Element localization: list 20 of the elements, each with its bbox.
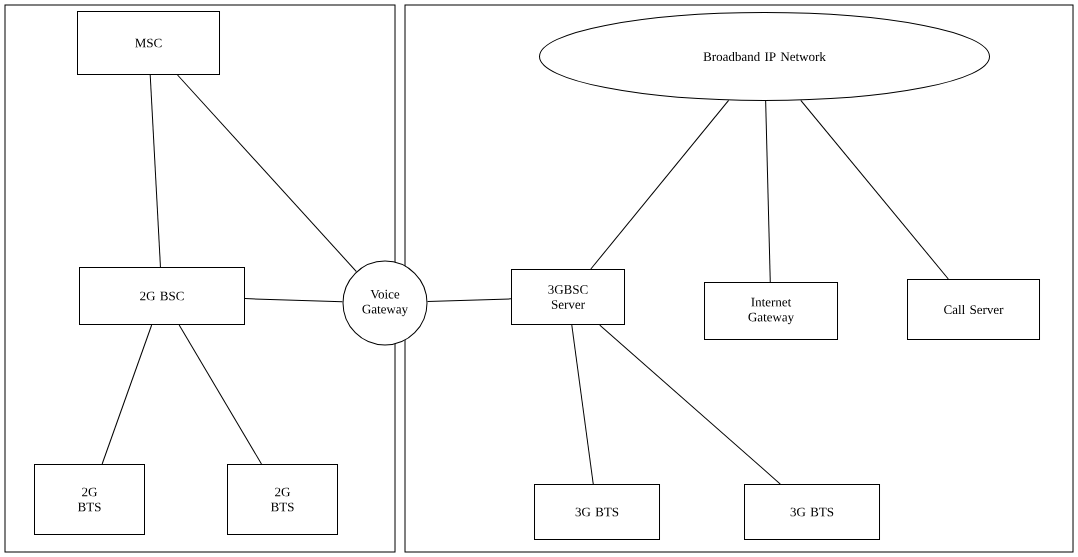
connector-line [149,74,161,268]
connector-line [101,324,153,465]
network-box: 2G BTS [227,464,338,535]
connector-line [571,324,594,485]
network-box: 2G BSC [79,267,245,325]
connector-line [177,74,357,273]
connector-line [590,99,730,270]
network-box: 2G BTS [34,464,145,535]
connector-line [244,298,344,303]
connector-line [178,324,262,465]
network-box: Internet Gateway [704,282,838,340]
connector-line [427,298,512,303]
connector-line [599,324,781,485]
network-box: MSC [77,11,220,75]
network-box: 3GBSC Server [511,269,625,325]
connector-line [765,100,771,283]
network-box: 3G BTS [744,484,880,540]
connector-line [800,99,949,280]
network-box: 3G BTS [534,484,660,540]
network-box: Call Server [907,279,1040,340]
